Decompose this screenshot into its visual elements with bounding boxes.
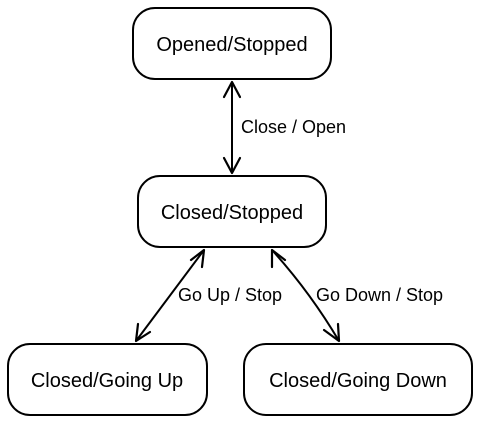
state-opened-stopped: Opened/Stopped — [132, 7, 332, 80]
arrowhead-up-right-icon — [189, 248, 206, 269]
state-closed-going-down-box — [243, 343, 473, 416]
state-opened-stopped-label: Opened/Stopped — [156, 34, 307, 56]
arrowhead-down-left-icon — [134, 322, 152, 343]
transition-go-up-stop-label: Go Up / Stop — [178, 285, 282, 305]
state-closed-going-up: Closed/Going Up — [7, 343, 208, 416]
state-opened-stopped-box — [132, 7, 332, 80]
transition-go-up-stop: Go Up / Stop — [134, 248, 282, 343]
transition-close-open-label: Close / Open — [241, 117, 346, 137]
transition-go-down-stop-line — [271, 249, 340, 342]
transition-go-down-stop-label: Go Down / Stop — [316, 285, 443, 305]
state-closed-going-up-label: Closed/Going Up — [31, 370, 183, 392]
state-closed-going-up-box — [7, 343, 208, 416]
transition-close-open: Close / Open — [222, 80, 346, 175]
state-closed-going-down-label: Closed/Going Down — [269, 370, 447, 392]
arrowhead-up-icon — [222, 80, 242, 99]
state-closed-stopped: Closed/Stopped — [137, 175, 327, 248]
state-closed-stopped-label: Closed/Stopped — [161, 202, 303, 224]
state-closed-stopped-box — [137, 175, 327, 248]
state-closed-going-down: Closed/Going Down — [243, 343, 473, 416]
arrowhead-down-icon — [222, 156, 242, 175]
arrowhead-up-left-icon — [270, 248, 287, 269]
transition-go-down-stop: Go Down / Stop — [270, 248, 443, 343]
arrowhead-down-right-icon — [322, 322, 341, 343]
transition-go-up-stop-line — [135, 249, 205, 342]
